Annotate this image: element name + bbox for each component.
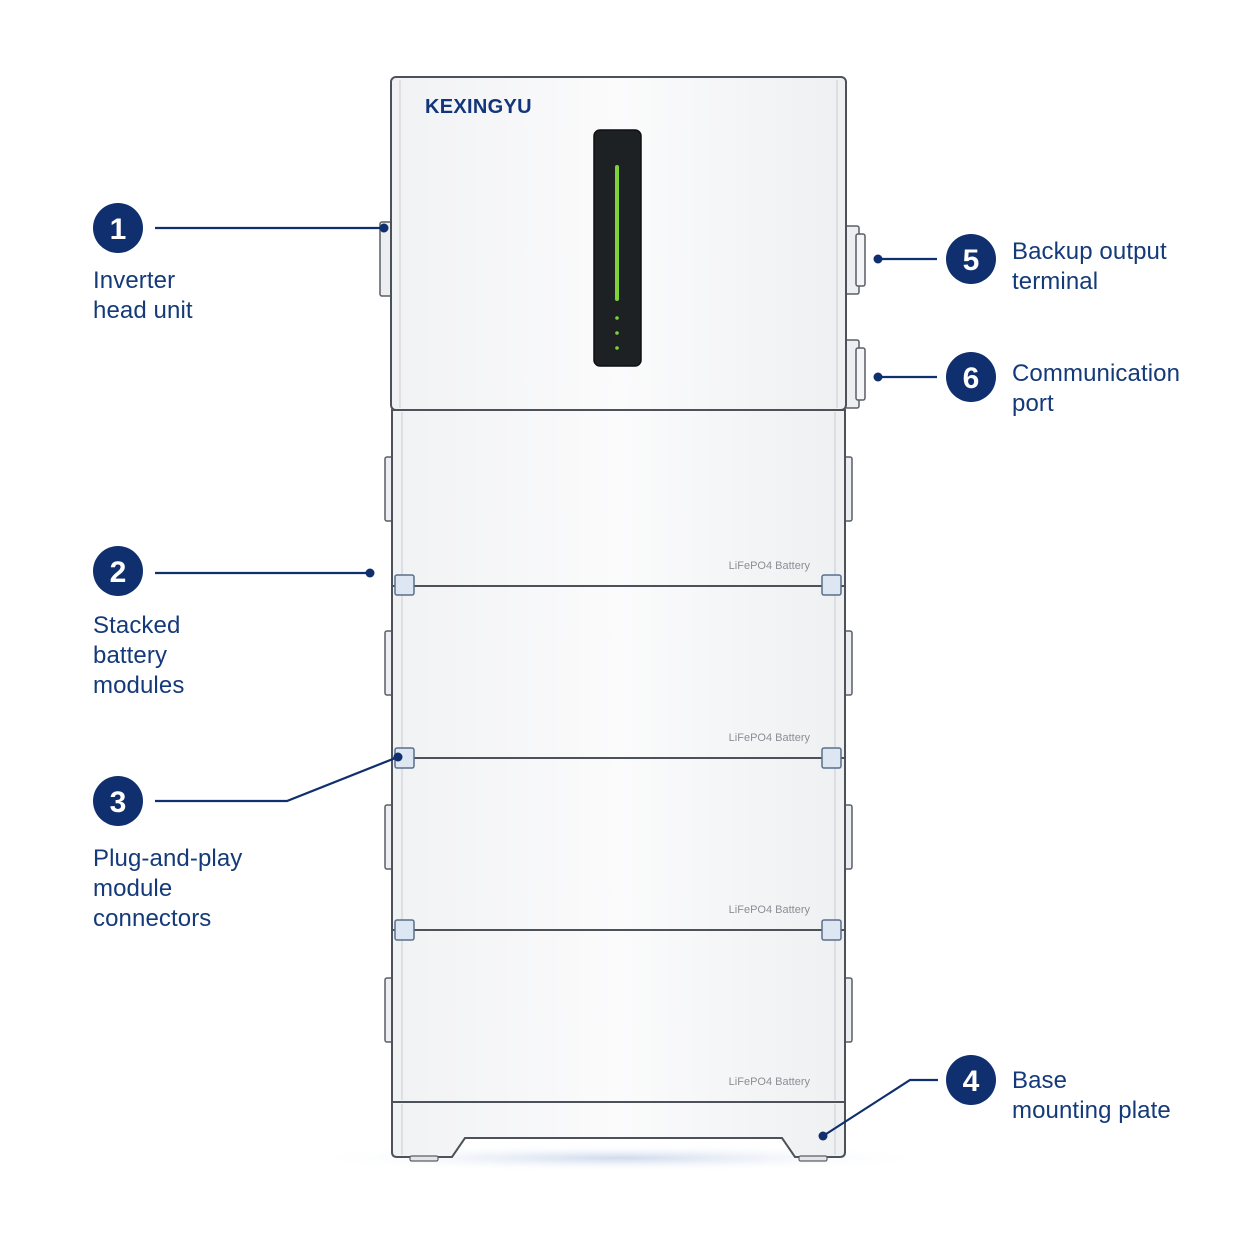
led-dot-1	[615, 316, 619, 320]
led-dot-2	[615, 331, 619, 335]
module-label-1: LiFePO4 Battery	[729, 560, 811, 572]
inverter-head-unit: KEXINGYU	[379, 76, 866, 411]
connector-right-1	[821, 574, 842, 596]
leader-endpoints	[365, 223, 883, 1141]
callout-number-3: 3	[110, 786, 127, 819]
callout-badge-2: 2	[93, 546, 143, 596]
leader-dot-6	[873, 372, 883, 382]
callout-label-2: Stacked battery modules	[93, 612, 185, 699]
connector-left-3	[394, 919, 415, 941]
battery-module-3: LiFePO4 Battery	[384, 757, 853, 931]
led-bar	[615, 165, 619, 301]
callout-badge-5: 5	[946, 234, 996, 284]
leader-dot-4	[818, 1131, 828, 1141]
callout-badge-1: 1	[93, 203, 143, 253]
leader-dot-1	[379, 223, 389, 233]
base-foot-right	[798, 1155, 828, 1162]
leader-line-4	[822, 1078, 938, 1137]
connector-left-1	[394, 574, 415, 596]
communication-port	[844, 339, 866, 409]
callout-number-6: 6	[963, 362, 980, 395]
leader-dot-3	[393, 752, 403, 762]
brand-logo: KEXINGYU	[425, 96, 532, 118]
callout-number-2: 2	[110, 556, 127, 589]
callout-label-3: Plug-and-play module connectors	[93, 845, 243, 932]
connector-right-3	[821, 919, 842, 941]
callout-number-1: 1	[110, 213, 127, 246]
callout-badge-3: 3	[93, 776, 143, 826]
module-label-3: LiFePO4 Battery	[729, 904, 811, 916]
connector-right-2	[821, 747, 842, 769]
callout-number-5: 5	[963, 244, 980, 277]
battery-module-2: LiFePO4 Battery	[384, 585, 853, 759]
callout-label-1: Inverter head unit	[93, 267, 193, 324]
leader-dot-5	[873, 254, 883, 264]
callout-badge-4: 4	[946, 1055, 996, 1105]
module-label-4: LiFePO4 Battery	[729, 1076, 811, 1088]
callout-badge-6: 6	[946, 352, 996, 402]
leader-line-3	[155, 755, 399, 803]
callout-label-6: Communication port	[1012, 360, 1181, 417]
callout-label-4: Base mounting plate	[1012, 1067, 1171, 1124]
battery-module-1: LiFePO4 Battery	[384, 409, 853, 587]
battery-stack: LiFePO4 Battery LiFePO4 Battery LiFePO4 …	[384, 409, 853, 1103]
led-dot-3	[615, 346, 619, 350]
backup-output-terminal	[844, 225, 866, 295]
callout-number-4: 4	[963, 1065, 980, 1098]
floor-shadow	[298, 1144, 938, 1172]
leader-dot-2	[365, 568, 375, 578]
module-label-2: LiFePO4 Battery	[729, 732, 811, 744]
base-foot-left	[409, 1155, 439, 1162]
leader-lines	[155, 226, 938, 1137]
callout-label-5: Backup output terminal	[1012, 238, 1167, 295]
base-mounting-plate	[391, 1101, 846, 1162]
battery-module-4: LiFePO4 Battery	[384, 929, 853, 1103]
